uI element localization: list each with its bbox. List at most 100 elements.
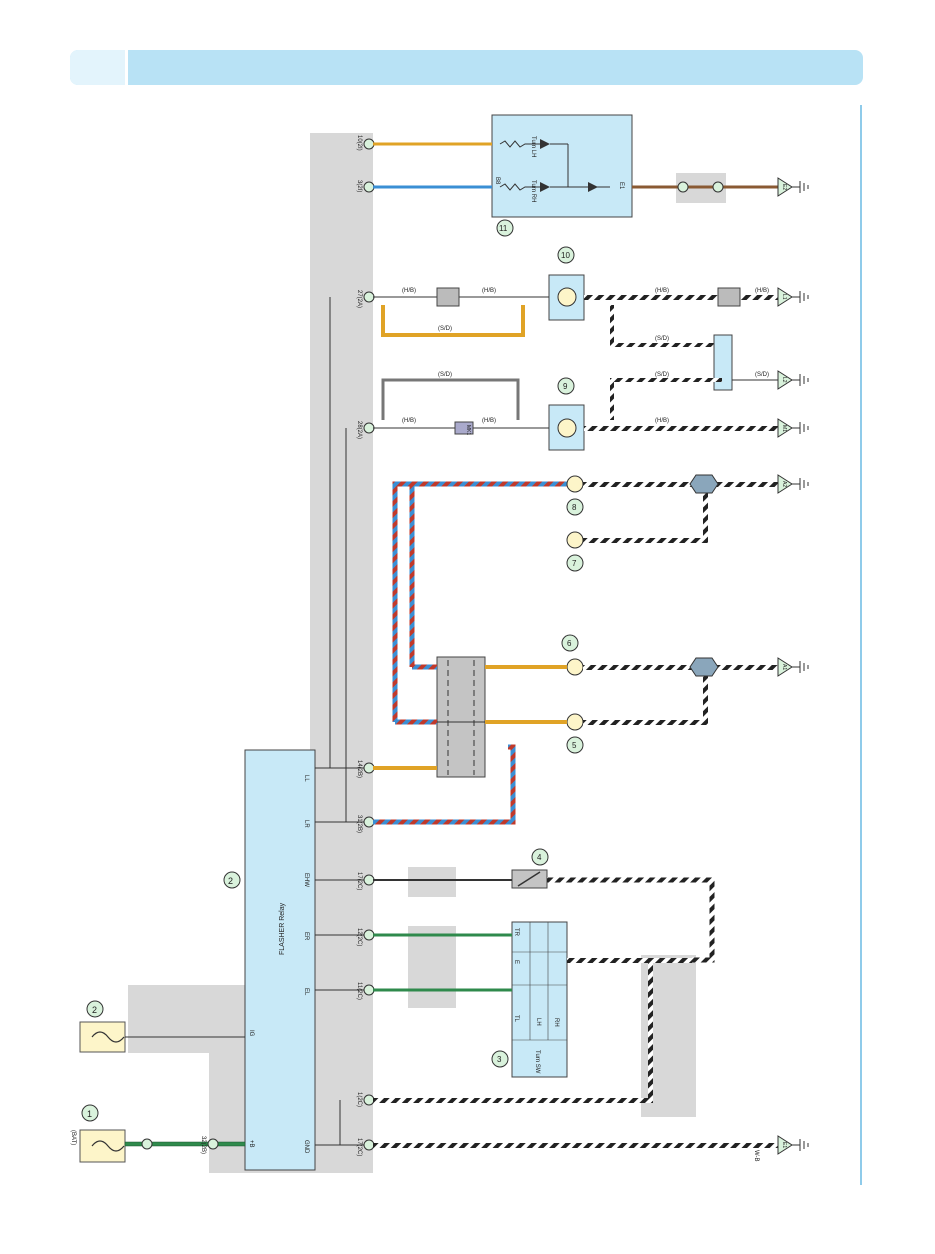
wire-label-hb-6: (H/B) — [482, 418, 496, 424]
hazard-switch-num-badge — [531, 848, 549, 866]
flasher-pin-ehw: EHW — [303, 873, 309, 887]
wire-lamp5-vert — [703, 667, 708, 725]
wire-label-hb-5: (H/B) — [402, 418, 416, 424]
meter-turn-lh: Turn LH — [530, 136, 536, 157]
wire-lamp9-ground — [584, 426, 778, 431]
wire-gnd-1 — [373, 1098, 653, 1103]
meter-ground-conn-2 — [712, 181, 724, 193]
lamp-9-num-badge — [557, 377, 575, 395]
lamp-10-num-badge — [557, 246, 575, 264]
lamp-6-num: 6 — [567, 639, 572, 648]
header-bar — [70, 50, 863, 85]
gray-band-ig — [128, 985, 238, 1053]
wire-lamp7-ground — [583, 538, 708, 543]
lamp-7-bulb — [566, 531, 584, 549]
wire-label-sd-1: (S/D) — [438, 326, 452, 332]
flasher-pin-el: EL — [303, 988, 309, 996]
flasher-pin-b: +B — [248, 1140, 254, 1148]
ground-l2: L2 — [781, 377, 787, 383]
flasher-pin-ig: IG — [248, 1030, 254, 1037]
wire-label-hb-2: (H/B) — [482, 288, 496, 294]
flasher-relay-num: 2 — [228, 876, 233, 886]
connector-mk1 — [454, 421, 474, 435]
lamp-6-num-badge — [561, 634, 579, 652]
conn-label-31: 31(2B) — [356, 815, 362, 833]
bat-fuse-num-badge — [81, 1104, 99, 1122]
bat-fuse-symbol — [91, 1140, 125, 1152]
lamp-8-num-badge — [566, 498, 584, 516]
wire-label-hb-7: (H/B) — [655, 418, 669, 424]
lamp-8-bulb — [566, 475, 584, 493]
flasher-relay-box — [244, 749, 316, 1171]
bat-fuse-label: (BAT) — [70, 1130, 76, 1145]
wire-label-hb-1: (H/B) — [402, 288, 416, 294]
turn-switch-tr: TR — [513, 928, 519, 937]
connector-mk1-label: MK1 — [465, 425, 471, 436]
combination-meter-box — [491, 114, 633, 218]
meter-ground-conn-1 — [677, 181, 689, 193]
gray-band-j1 — [408, 926, 456, 1008]
lamp-5-num-badge — [566, 736, 584, 754]
connector-dots — [363, 138, 375, 1151]
ground-e1: E1 — [781, 1142, 787, 1148]
wire-lamp9-sd — [610, 378, 722, 420]
meter-num-badge — [496, 219, 514, 237]
meter-led-rh — [540, 182, 550, 192]
wire-label-sd-3: (S/D) — [438, 372, 452, 378]
bat-fuse-box — [79, 1129, 126, 1163]
wire-ehw-ground — [547, 877, 715, 963]
flasher-pin-er: ER — [303, 932, 309, 941]
b-conn-32 — [207, 1138, 219, 1150]
conn-label-3: 3(2I) — [356, 180, 362, 192]
ground-symbols — [777, 177, 793, 1155]
wire-lamp10-loop — [381, 305, 525, 337]
meter-led-lh — [540, 139, 550, 149]
meter-resistor-lh — [499, 140, 545, 148]
splice-a1 — [689, 657, 719, 677]
flasher-pin-ll: LL — [303, 775, 309, 782]
right-rule — [860, 105, 862, 1185]
ig-fuse-num-badge — [86, 1000, 104, 1018]
wire-label-sd-4: (S/D) — [655, 372, 669, 378]
turn-switch-box — [511, 921, 568, 1078]
hazard-switch-lever — [517, 871, 541, 887]
hazard-switch-num: 4 — [537, 853, 542, 862]
conn-label-10: 10(2I) — [356, 135, 362, 151]
wire-gnd-main — [373, 1143, 778, 1148]
wire-lamp9-loop — [381, 378, 520, 420]
conn-label-11a: 11(2C) — [356, 982, 362, 1000]
lamp-10-num: 10 — [561, 251, 570, 260]
lamp-10-bulb — [557, 287, 577, 307]
wire-label-sd-2: (S/D) — [655, 336, 669, 342]
ground-e2: E2 — [781, 184, 787, 190]
connector-l1-block-2 — [717, 287, 741, 307]
wire-label-sd-5: (S/D) — [755, 372, 769, 378]
lamp-7-num-badge — [566, 554, 584, 572]
wire-label-hb-3: (H/B) — [655, 288, 669, 294]
conn-label-14: 14(2B) — [356, 760, 362, 778]
wire-lamp10-ground — [584, 295, 778, 300]
splice-a2 — [689, 474, 719, 494]
gray-band-main — [310, 133, 373, 1173]
header-tab — [70, 50, 128, 85]
ground-a1: A1 — [781, 664, 787, 670]
ground-a2: A2 — [781, 481, 787, 487]
wire-bat-green — [124, 1141, 246, 1147]
wire-redblue-up — [392, 481, 575, 722]
meter-num: 11 — [499, 224, 508, 233]
conn-label-17a: 17(2C) — [356, 872, 362, 890]
joint-l2-box — [713, 334, 733, 391]
ground-l1: L1 — [781, 294, 787, 300]
wire-lamp6-ground — [583, 665, 778, 670]
turn-switch-e: E — [513, 960, 519, 964]
wire-lamp7-vert — [703, 484, 708, 543]
conn-label-27: 27(2A) — [356, 290, 362, 308]
turn-switch-tl: TL — [513, 1015, 519, 1023]
wire-lamp5-ground — [583, 720, 708, 725]
turn-switch-num-badge — [491, 1050, 509, 1068]
lamp-8-num: 8 — [572, 503, 577, 512]
wire-turnsw-ground-vert — [648, 960, 653, 1102]
ground-m1: M1 — [781, 425, 787, 432]
flasher-relay-label: FLASHER Relay — [279, 902, 286, 955]
meter-pin-b8: B8 — [494, 177, 500, 185]
